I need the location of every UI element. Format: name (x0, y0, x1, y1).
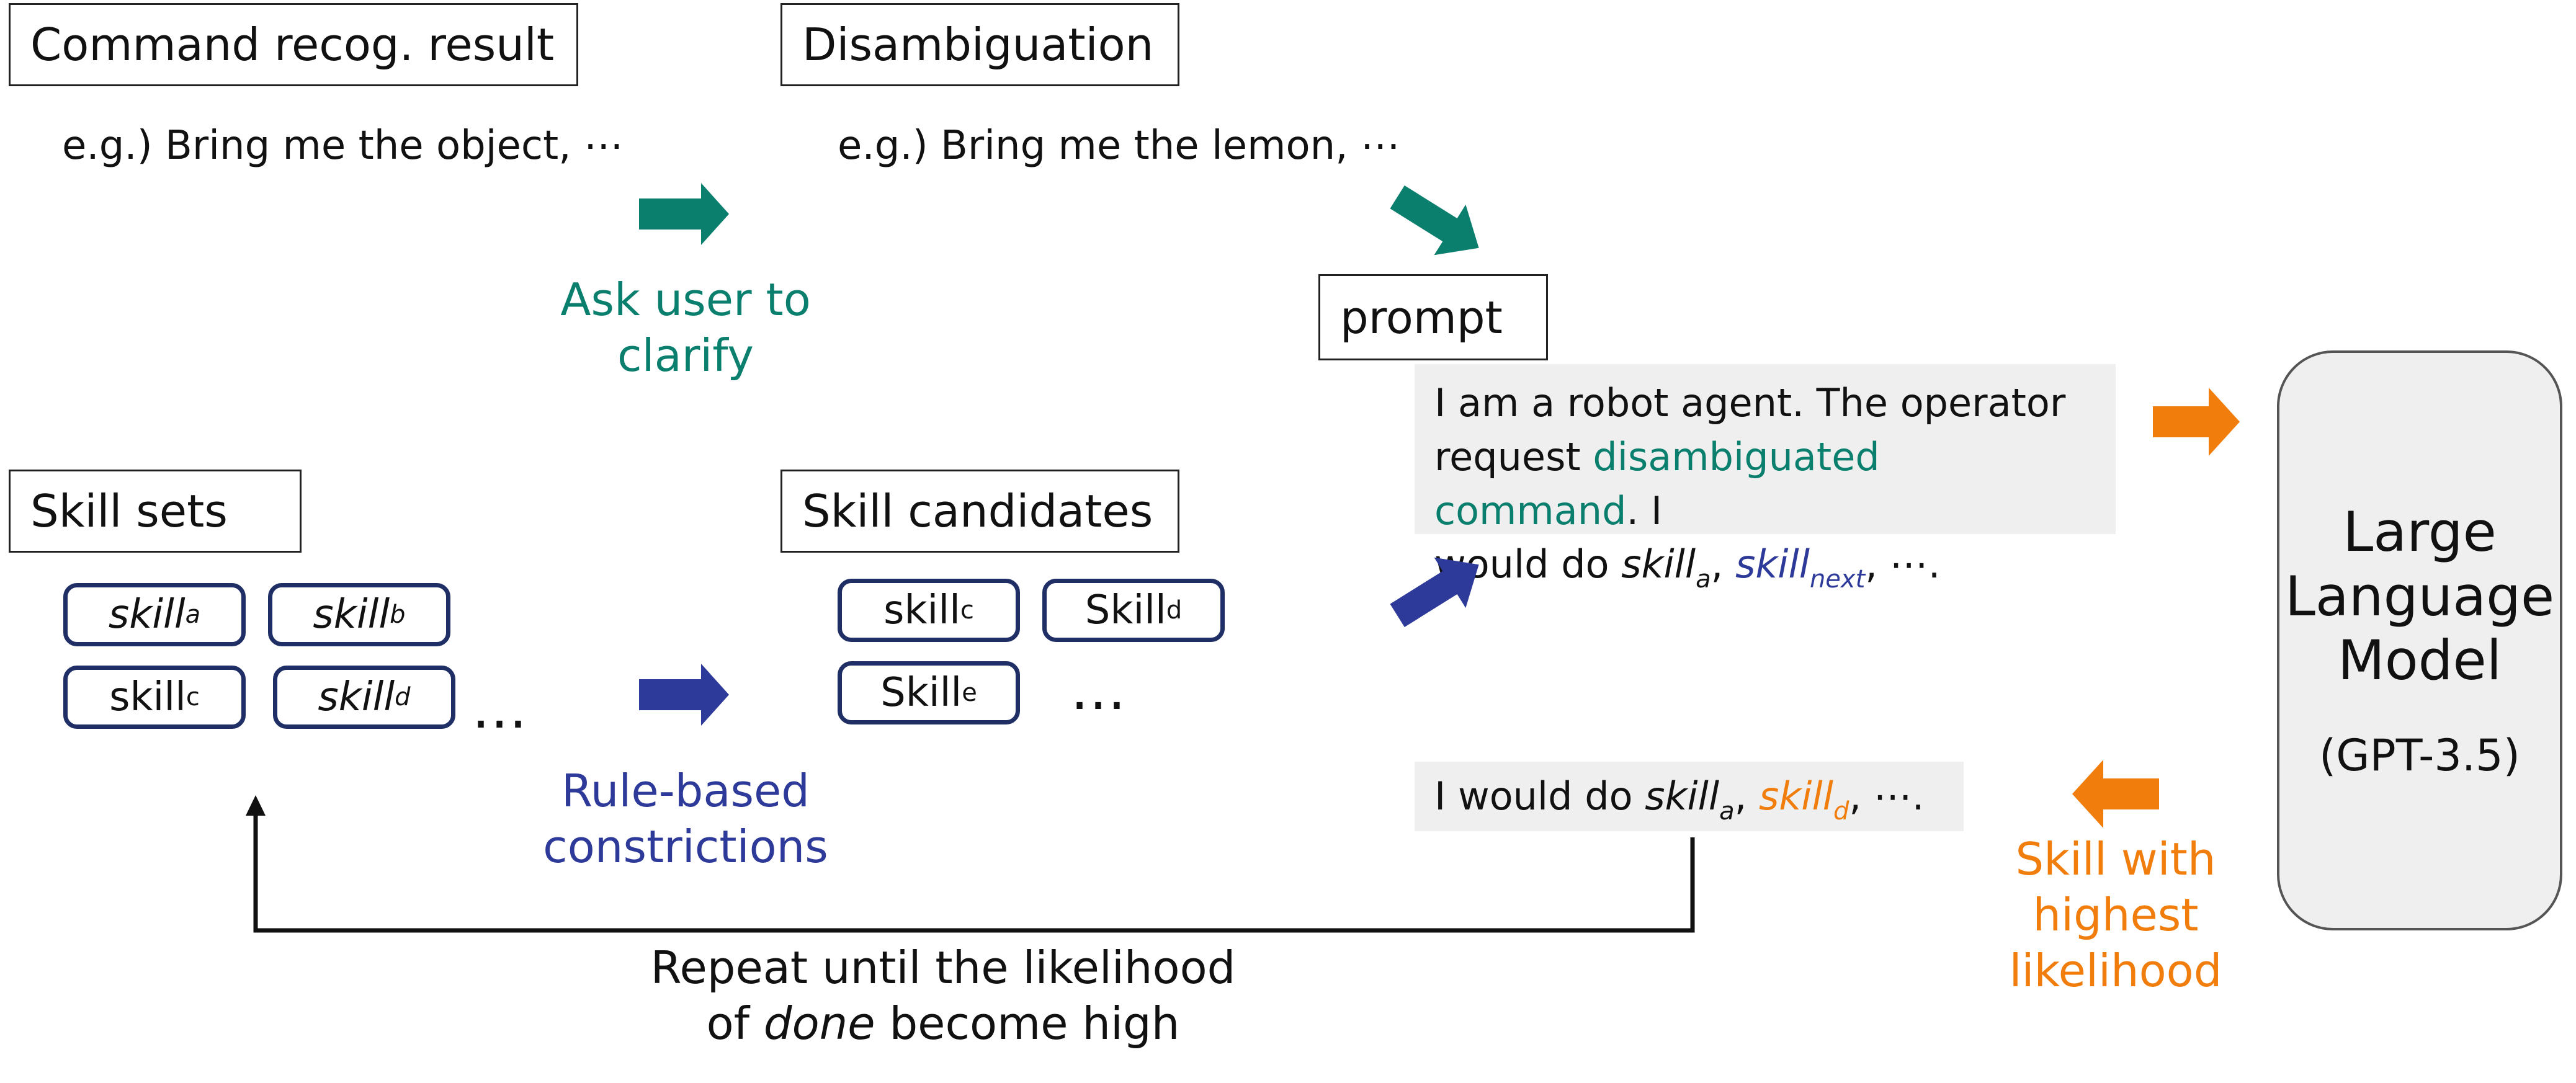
done-word: done (763, 997, 875, 1050)
blue-arrow-diagonal (1390, 557, 1479, 628)
skill-highest-line2: highest (2033, 889, 2199, 941)
ask-user-caption: Ask user to clarify (546, 272, 825, 383)
disambiguation-label: Disambiguation (802, 19, 1154, 71)
output-skill-a: skilla (1645, 773, 1735, 826)
prompt-label-box: prompt (1318, 274, 1548, 360)
command-recog-box: Command recog. result (9, 3, 578, 86)
command-recog-label: Command recog. result (30, 19, 555, 71)
skill-candidates-label: Skill candidates (802, 485, 1153, 537)
skill-sets-ellipsis: … (472, 676, 531, 741)
prompt-line3: would do skilla, skillnext, ⋯. (1434, 542, 1941, 594)
skill-candidates-ellipsis: … (1070, 657, 1130, 723)
prompt-skill-a: skilla (1621, 542, 1711, 594)
llm-box: Large Language Model (GPT-3.5) (2277, 350, 2562, 930)
output-content: I would do skilla, skilld, ⋯. (1415, 762, 1964, 831)
prompt-content: I am a robot agent. The operator request… (1415, 364, 2116, 592)
teal-arrow-diagonal (1390, 185, 1479, 256)
disambiguated-example: e.g.) Bring me the lemon, ⋯ (838, 123, 1400, 169)
repeat-loop-arrowhead (246, 795, 266, 816)
llm-subtitle: (GPT-3.5) (2319, 730, 2520, 782)
repeat-caption: Repeat until the likelihood of done beco… (571, 940, 1315, 1051)
ask-user-line1: Ask user to (560, 274, 811, 326)
skill-highest-line3: likelihood (2009, 945, 2222, 997)
command-example: e.g.) Bring me the object, ⋯ (62, 123, 624, 169)
ask-user-line2: clarify (617, 329, 754, 381)
prompt-skill-next: skillnext (1735, 542, 1866, 594)
repeat-line2: of done become high (706, 997, 1180, 1050)
output-line: I would do skilla, skilld, ⋯. (1434, 773, 1925, 826)
teal-arrow-right (639, 183, 729, 245)
prompt-line1: I am a robot agent. The operator (1434, 380, 2066, 426)
llm-title: Large Language Model (2284, 499, 2555, 693)
skill-candidates-box: Skill candidates (780, 470, 1179, 553)
rule-based-line1: Rule-based (561, 765, 810, 817)
disambiguated-command-text: disambiguated command (1434, 434, 1880, 533)
orange-arrow-right (2153, 388, 2240, 456)
blue-arrow-right (639, 664, 729, 726)
skill-highest-line1: Skill with (2015, 833, 2216, 885)
output-skill-d: skilld (1759, 773, 1849, 826)
rule-based-caption: Rule-based constrictions (530, 763, 841, 875)
orange-arrow-left (2072, 760, 2159, 828)
disambiguation-box: Disambiguation (780, 3, 1179, 86)
rule-based-line2: constrictions (543, 821, 828, 873)
repeat-line1: Repeat until the likelihood (650, 942, 1236, 994)
skill-highest-caption: Skill with highest likelihood (1973, 831, 2258, 999)
prompt-line2: request disambiguated command. I (1434, 434, 1880, 533)
skill-sets-label: Skill sets (30, 485, 228, 537)
prompt-label: prompt (1340, 291, 1503, 344)
skill-sets-box: Skill sets (9, 470, 302, 553)
repeat-loop-line (253, 809, 1695, 933)
